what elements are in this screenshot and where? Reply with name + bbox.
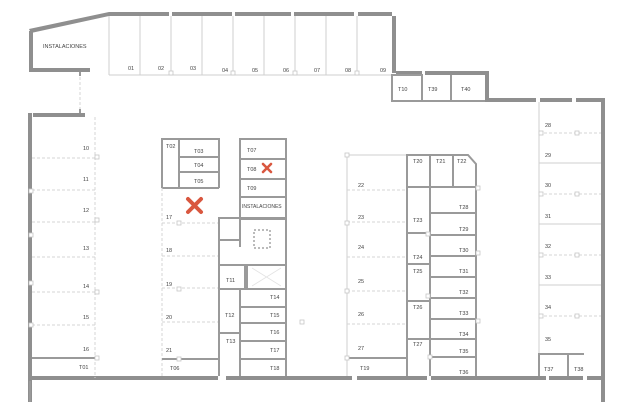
parking-spot-09[interactable]: 09 (380, 68, 387, 74)
storage-T24[interactable]: T24 (413, 255, 423, 261)
parking-spot-34[interactable]: 34 (545, 305, 552, 311)
storage-T23[interactable]: T23 (413, 218, 423, 224)
storage-T27[interactable]: T27 (413, 342, 423, 348)
parking-spot-30[interactable]: 30 (545, 183, 552, 189)
storage-T34[interactable]: T34 (459, 332, 469, 338)
storage-T38[interactable]: T38 (574, 367, 584, 373)
parking-spot-23[interactable]: 23 (358, 215, 365, 221)
storage-T33[interactable]: T33 (459, 311, 469, 317)
storage-T37[interactable]: T37 (544, 367, 554, 373)
storage-T12[interactable]: T12 (225, 313, 235, 319)
parking-spot-25[interactable]: 25 (358, 279, 365, 285)
storage-T03[interactable]: T03 (194, 149, 204, 155)
storage-T25[interactable]: T25 (413, 269, 423, 275)
parking-spot-08[interactable]: 08 (345, 68, 352, 74)
parking-spot-22[interactable]: 22 (358, 183, 365, 189)
parking-spot-04[interactable]: 04 (222, 68, 229, 74)
storage-T32[interactable]: T32 (459, 290, 469, 296)
installations-mid-label: INSTALACIONES (242, 204, 282, 210)
parking-spot-03[interactable]: 03 (190, 66, 197, 72)
storage-T36[interactable]: T36 (459, 370, 469, 376)
storage-T31[interactable]: T31 (459, 269, 469, 275)
parking-spot-29[interactable]: 29 (545, 153, 552, 159)
storage-T29[interactable]: T29 (459, 227, 469, 233)
parking-spot-01[interactable]: 01 (128, 66, 135, 72)
storage-T10[interactable]: T10 (398, 87, 408, 93)
storage-T28[interactable]: T28 (459, 205, 469, 211)
storage-T21[interactable]: T21 (436, 159, 446, 165)
parking-spot-20[interactable]: 20 (166, 315, 173, 321)
storage-T09[interactable]: T09 (247, 186, 257, 192)
storage-T20[interactable]: T20 (413, 159, 423, 165)
parking-spot-10[interactable]: 10 (83, 146, 90, 152)
storage-T17[interactable]: T17 (270, 348, 280, 354)
parking-spot-32[interactable]: 32 (545, 244, 552, 250)
parking-spot-33[interactable]: 33 (545, 275, 552, 281)
storage-T19[interactable]: T19 (360, 366, 370, 372)
parking-spot-06[interactable]: 06 (283, 68, 290, 74)
storage-T08[interactable]: T08 (247, 167, 257, 173)
storage-T04[interactable]: T04 (194, 163, 204, 169)
parking-spot-05[interactable]: 05 (252, 68, 259, 74)
parking-spot-02[interactable]: 02 (158, 66, 165, 72)
parking-spot-13[interactable]: 13 (83, 246, 90, 252)
parking-spot-15[interactable]: 15 (83, 315, 90, 321)
parking-spot-18[interactable]: 18 (166, 248, 173, 254)
parking-spot-24[interactable]: 24 (358, 245, 365, 251)
parking-spot-07[interactable]: 07 (314, 68, 321, 74)
parking-spot-35[interactable]: 35 (545, 337, 552, 343)
parking-spot-21[interactable]: 21 (166, 348, 173, 354)
storage-T18[interactable]: T18 (270, 366, 280, 372)
storage-T22[interactable]: T22 (457, 159, 467, 165)
parking-spot-17[interactable]: 17 (166, 215, 173, 221)
parking-spot-26[interactable]: 26 (358, 312, 365, 318)
parking-spot-11[interactable]: 11 (83, 177, 89, 183)
installations-room-label: INSTALACIONES (43, 44, 87, 50)
storage-T39[interactable]: T39 (428, 87, 438, 93)
parking-spot-14[interactable]: 14 (83, 284, 90, 290)
parking-spot-31[interactable]: 31 (545, 214, 552, 220)
storage-T16[interactable]: T16 (270, 330, 280, 336)
storage-T06[interactable]: T06 (170, 366, 180, 372)
parking-spot-28[interactable]: 28 (545, 123, 552, 129)
storage-T40[interactable]: T40 (461, 87, 471, 93)
parking-spot-16[interactable]: 16 (83, 347, 90, 353)
wall-top-angled (29, 12, 109, 33)
storage-T05[interactable]: T05 (194, 179, 204, 185)
sold-x-icon (261, 162, 273, 174)
storage-T26[interactable]: T26 (413, 305, 423, 311)
storage-T13[interactable]: T13 (226, 339, 236, 345)
storage-T07[interactable]: T07 (247, 148, 257, 154)
storage-T15[interactable]: T15 (270, 313, 280, 319)
storage-T11[interactable]: T11 (226, 278, 236, 284)
storage-T35[interactable]: T35 (459, 349, 469, 355)
sold-x-icon (186, 197, 203, 214)
storage-T02[interactable]: T02 (166, 144, 176, 150)
storage-T14[interactable]: T14 (270, 295, 280, 301)
parking-spot-12[interactable]: 12 (83, 208, 90, 214)
parking-spot-27[interactable]: 27 (358, 346, 365, 352)
storage-T01[interactable]: T01 (79, 365, 89, 371)
parking-spot-19[interactable]: 19 (166, 282, 173, 288)
storage-T30[interactable]: T30 (459, 248, 469, 254)
